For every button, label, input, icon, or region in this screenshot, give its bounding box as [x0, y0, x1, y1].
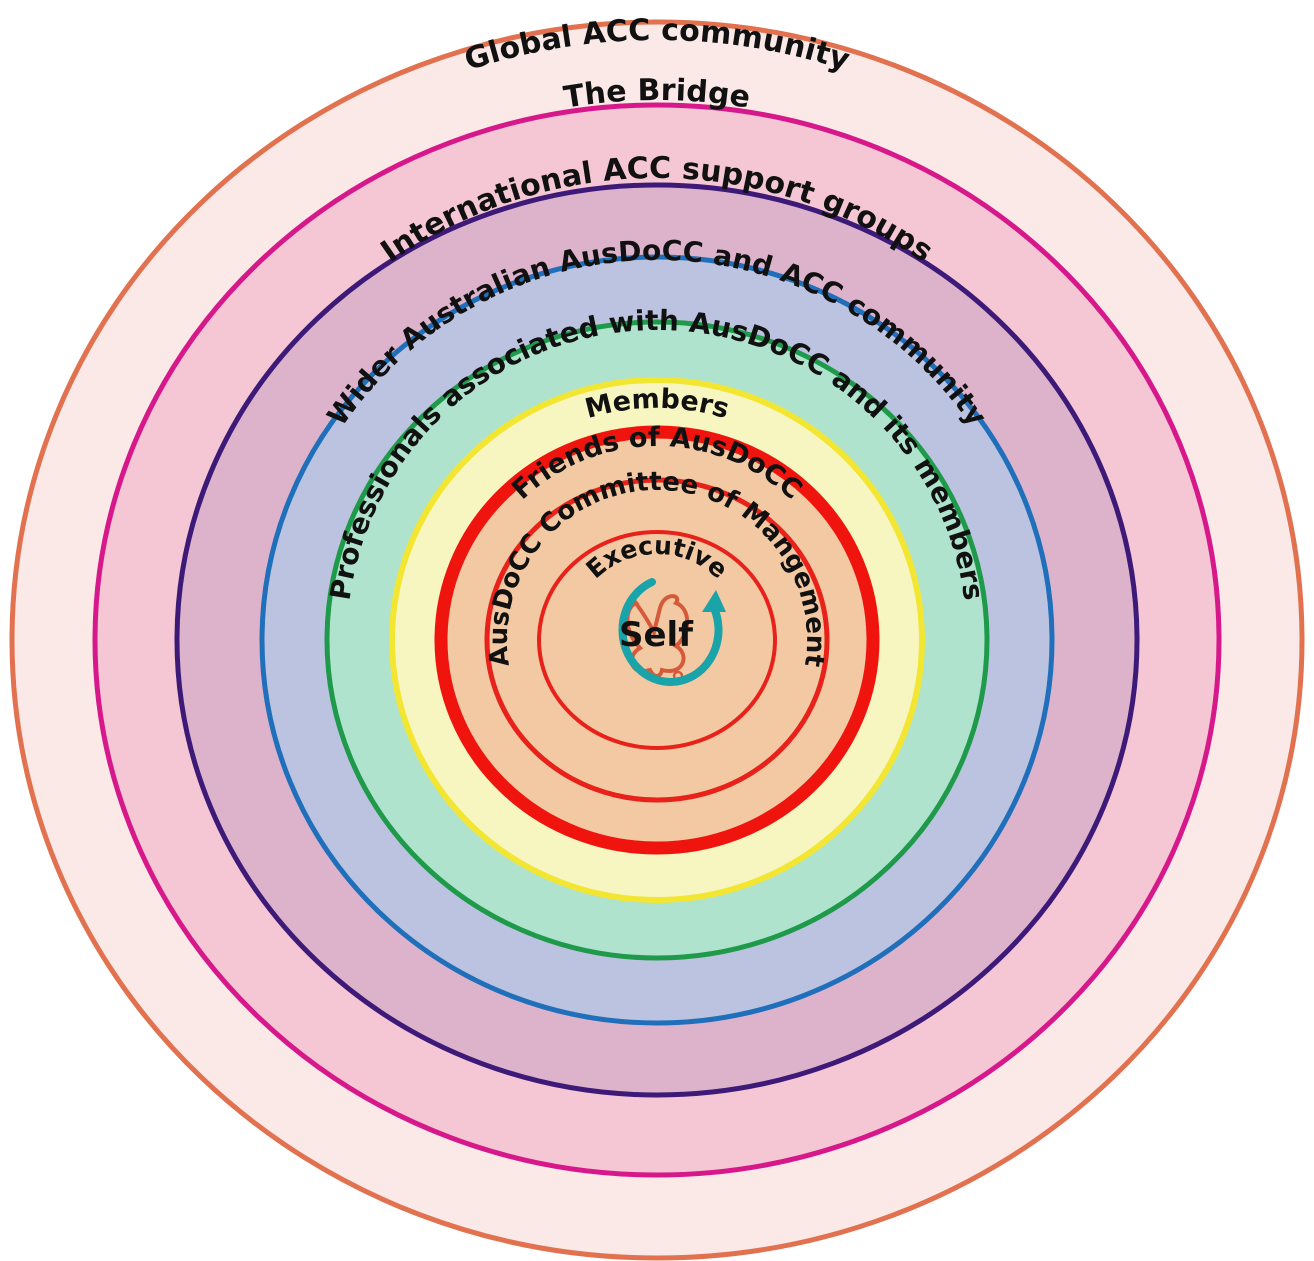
- rings: [9, 19, 1305, 1261]
- self-label: Self: [619, 615, 694, 655]
- ring-9: [537, 530, 777, 750]
- arrow-head-icon: [702, 590, 726, 612]
- self-center: Self: [618, 578, 726, 686]
- cycle-arrow-icon: [618, 578, 723, 686]
